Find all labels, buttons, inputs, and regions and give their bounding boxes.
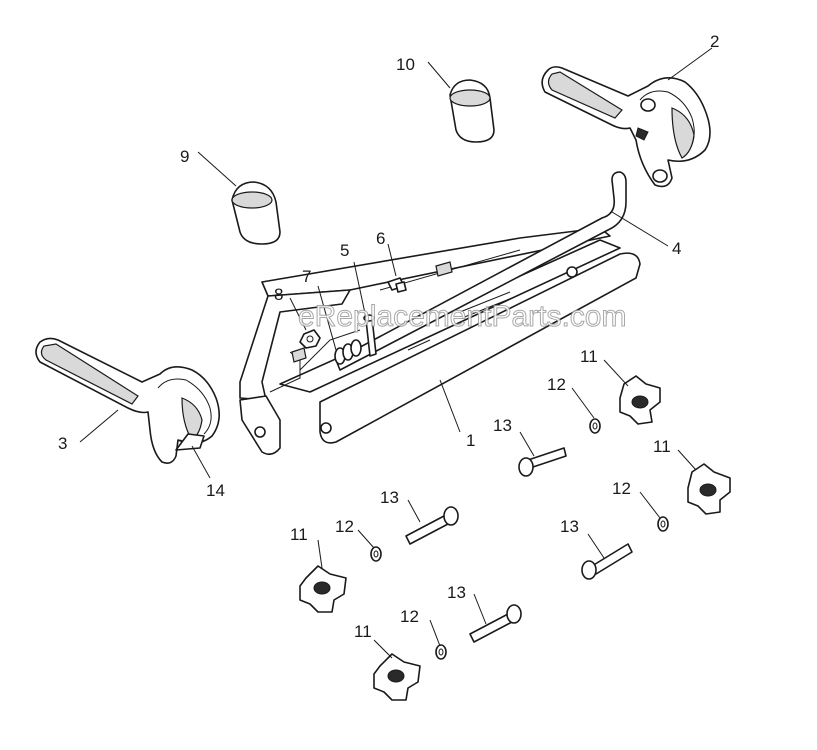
- clip-part-14: [175, 433, 205, 451]
- callout-8: 8: [274, 285, 283, 304]
- star-knob-part-11-c: [299, 565, 347, 613]
- washer-part-12-c: [370, 546, 382, 562]
- knob-cap-part-9: [231, 181, 281, 245]
- callout-labels: 1 2 3 4 5 6 7 8 9 10 11 11 11 11 12 12 1…: [58, 32, 719, 641]
- spring-part-7: [334, 339, 362, 365]
- callout-2: 2: [710, 32, 719, 51]
- screw-part-6: [387, 277, 407, 293]
- bolt-part-13-d: [469, 604, 522, 643]
- handle-right-part-2: [541, 66, 711, 188]
- callout-7: 7: [302, 267, 311, 286]
- callout-3: 3: [58, 434, 67, 453]
- star-knob-part-11-a: [619, 375, 661, 425]
- watermark-text: eReplacementParts.com: [298, 300, 626, 333]
- knob-cap-part-10: [449, 79, 495, 143]
- callout-11-d: 11: [354, 622, 372, 641]
- leader-lines: [79, 47, 713, 659]
- callout-6: 6: [376, 229, 385, 248]
- callout-13-b: 13: [380, 488, 399, 507]
- callout-14: 14: [206, 481, 225, 500]
- callout-11-b: 11: [653, 437, 671, 456]
- bolt-part-13-c: [581, 543, 633, 580]
- washer-part-12-d: [435, 644, 447, 660]
- callout-12-d: 12: [400, 607, 419, 626]
- callout-5: 5: [340, 241, 349, 260]
- callout-10: 10: [396, 55, 415, 74]
- callout-12-c: 12: [335, 517, 354, 536]
- rod-part-4: [335, 171, 627, 371]
- star-knob-part-11-b: [687, 463, 731, 515]
- callout-13-d: 13: [447, 583, 466, 602]
- nut-part-8: [299, 329, 321, 349]
- callout-13-a: 13: [493, 416, 512, 435]
- washer-part-12-a: [589, 418, 601, 434]
- star-knob-part-11-d: [373, 653, 421, 701]
- callout-12-a: 12: [547, 375, 566, 394]
- callout-1: 1: [466, 431, 475, 450]
- callout-4: 4: [672, 239, 681, 258]
- callout-12-b: 12: [612, 479, 631, 498]
- callout-13-c: 13: [560, 517, 579, 536]
- callout-11-a: 11: [580, 347, 598, 366]
- callout-9: 9: [180, 147, 189, 166]
- callout-11-c: 11: [290, 525, 308, 544]
- pin-part-5: [363, 314, 377, 357]
- washer-part-12-b: [657, 516, 669, 532]
- bolt-part-13-b: [405, 506, 459, 545]
- handle-left-part-3: [35, 337, 220, 464]
- bolt-part-13-a: [518, 447, 567, 477]
